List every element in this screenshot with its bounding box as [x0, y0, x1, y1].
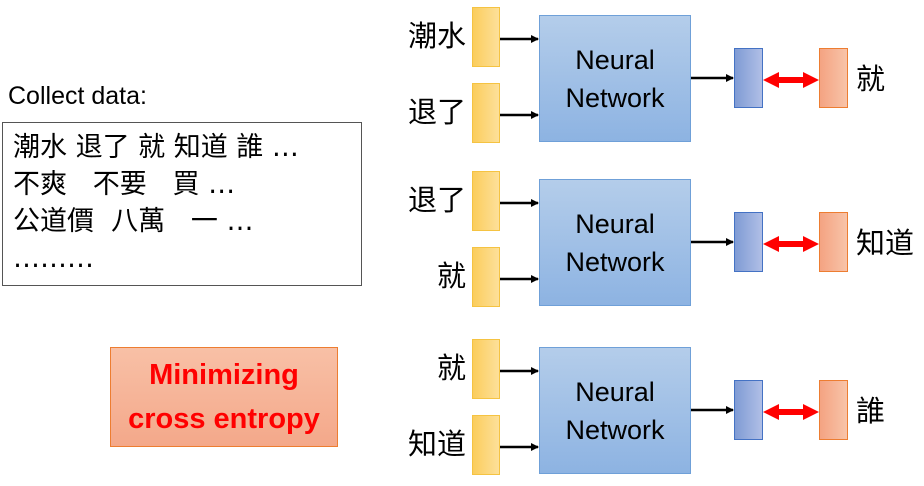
- network-label: Network: [565, 246, 665, 277]
- target-vector: [819, 48, 848, 108]
- input-word: 退了: [407, 183, 466, 217]
- input-vector: [472, 247, 500, 307]
- training-corpus-box: 潮水 退了 就 知道 誰 … 不爽 不要 買 … 公道價 八萬 一 … ………: [2, 122, 362, 286]
- target-word: 就: [856, 62, 886, 96]
- objective-line: Minimizing: [149, 359, 299, 391]
- network-label: Neural: [575, 376, 655, 407]
- network-label: Network: [565, 414, 665, 445]
- target-vector: [819, 380, 848, 440]
- input-word: 就: [436, 259, 466, 293]
- corpus-line: 公道價 八萬 一 …: [13, 206, 254, 237]
- input-vector: [472, 7, 500, 67]
- output-vector: [734, 212, 763, 272]
- cross-entropy-arrow: [763, 236, 819, 252]
- input-word: 知道: [407, 427, 466, 461]
- corpus-line: ………: [13, 243, 94, 274]
- network-label: Network: [565, 82, 665, 113]
- input-vector: [472, 339, 500, 399]
- input-word: 潮水: [407, 19, 466, 53]
- target-word: 知道: [856, 226, 915, 260]
- input-vector: [472, 83, 500, 143]
- objective-box: Minimizing cross entropy: [110, 347, 338, 447]
- input-vector: [472, 415, 500, 475]
- input-vector: [472, 171, 500, 231]
- objective-line: cross entropy: [128, 403, 320, 435]
- target-vector: [819, 212, 848, 272]
- cross-entropy-arrow: [763, 72, 819, 88]
- input-word: 就: [436, 351, 466, 385]
- corpus-line: 潮水 退了 就 知道 誰 …: [13, 132, 299, 163]
- network-label: Neural: [575, 208, 655, 239]
- corpus-line: 不爽 不要 買 …: [13, 169, 236, 200]
- network-label: Neural: [575, 44, 655, 75]
- cross-entropy-arrow: [763, 404, 819, 420]
- input-word: 退了: [407, 95, 466, 129]
- output-vector: [734, 48, 763, 108]
- target-word: 誰: [856, 394, 886, 428]
- collect-data-label: Collect data:: [8, 82, 147, 110]
- output-vector: [734, 380, 763, 440]
